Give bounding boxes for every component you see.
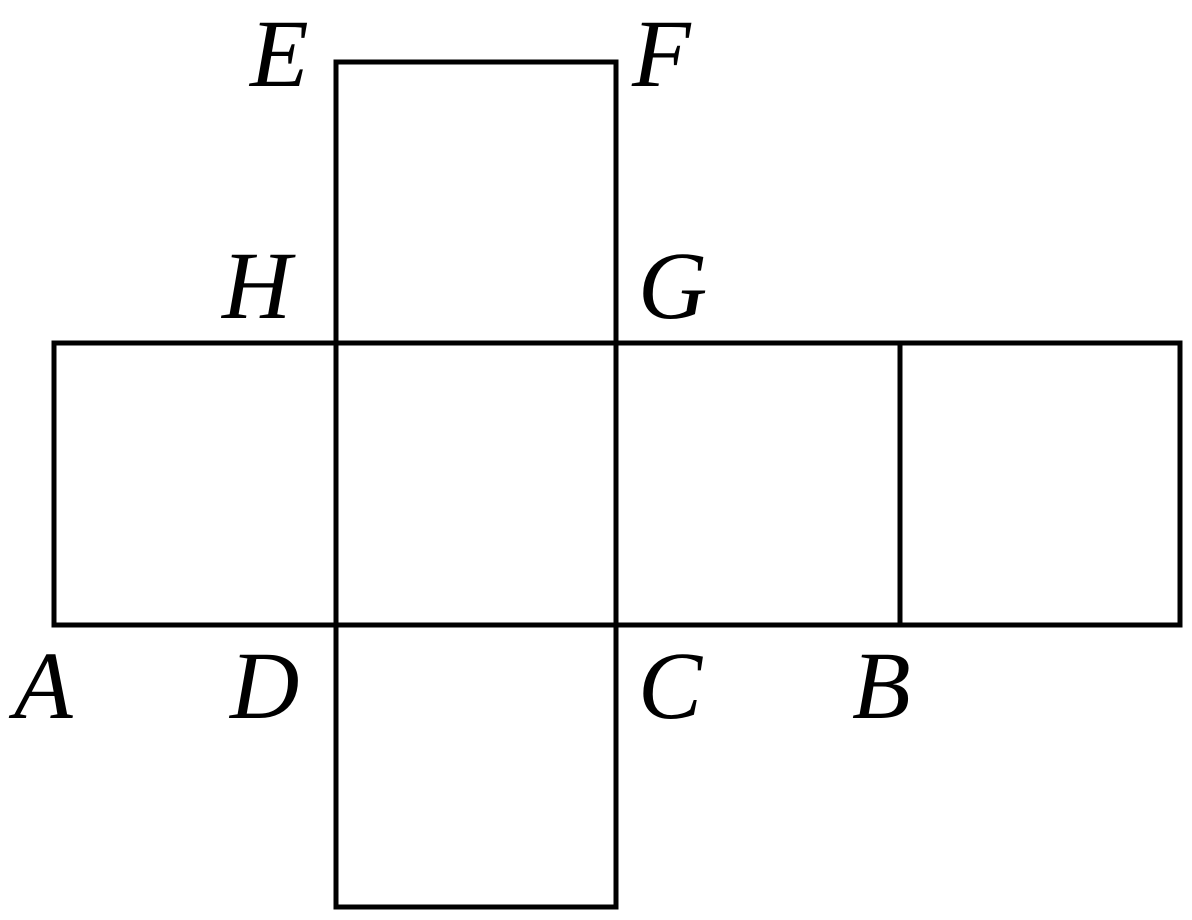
vertex-label-e: E (248, 0, 309, 107)
face-center (333, 340, 619, 628)
vertex-label-g: G (638, 232, 707, 339)
face-left (51, 340, 339, 628)
vertex-label-c: C (638, 632, 703, 739)
vertex-label-f: F (631, 0, 692, 107)
face-top (333, 59, 619, 346)
face-far-right (897, 340, 1183, 628)
vertex-label-a: A (8, 632, 73, 739)
vertex-label-d: D (228, 632, 299, 739)
vertex-label-h: H (220, 232, 296, 339)
vertex-label-b: B (852, 632, 911, 739)
face-right (613, 340, 903, 628)
face-bottom (333, 622, 619, 910)
